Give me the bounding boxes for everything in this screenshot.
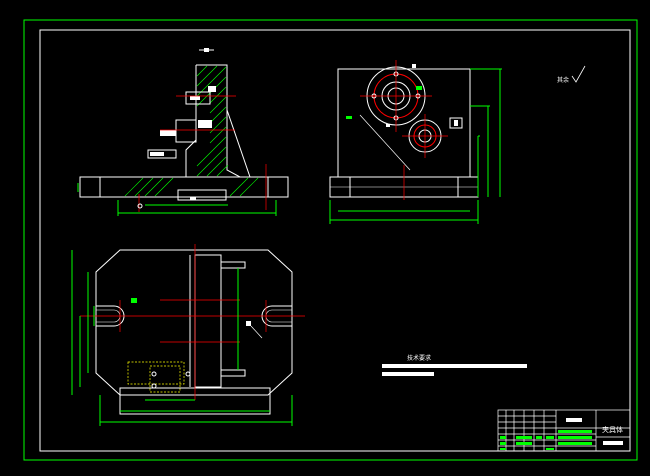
title-block-code: [566, 418, 582, 422]
front-view[interactable]: [77, 48, 289, 216]
title-block-part-name: 夹具体: [602, 425, 623, 434]
side-view[interactable]: [329, 60, 502, 224]
drawing-frame: [39, 29, 631, 452]
tech-requirement-line-2: [382, 372, 434, 376]
sheet-border: [23, 19, 638, 461]
tech-requirements-title: 技术要求: [407, 354, 431, 362]
tech-requirement-line-1: [382, 364, 527, 368]
top-view[interactable]: [71, 244, 305, 426]
roughness-symbol: [571, 65, 586, 83]
title-block-drawing-no: [603, 441, 623, 445]
roughness-note: 其余: [557, 76, 569, 84]
title-block-fill: [500, 430, 592, 450]
